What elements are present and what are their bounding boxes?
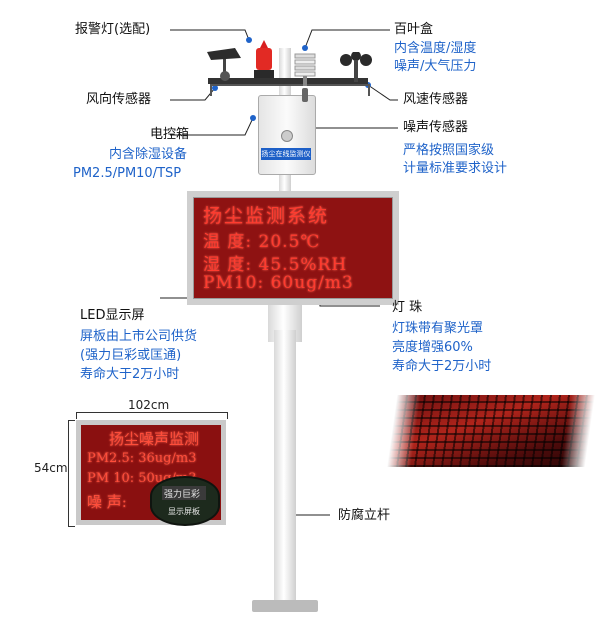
label-beads: 灯 珠 (392, 300, 423, 315)
module-board-text: 强力巨彩 (164, 490, 201, 500)
led-main-row3: PM10: 60ug/m3 (203, 273, 354, 293)
control-box-sub1: 内含除湿设备 (109, 147, 188, 162)
crossbar (208, 78, 368, 84)
louver-sub1: 内含温度/湿度 (394, 41, 477, 56)
noise-sensor-icon (302, 88, 308, 102)
beads-sub2: 亮度增强60% (392, 340, 473, 355)
led-small-row3: 噪 声: (87, 493, 127, 511)
box-lock-icon (281, 130, 293, 142)
led-main-row2: 湿 度: 45.5%RH (203, 255, 348, 275)
module-board-label: 显示屏板 (168, 507, 200, 516)
led-main-row1: 温 度: 20.5℃ (203, 232, 321, 252)
noise-sub2: 计量标准要求设计 (403, 161, 508, 176)
label-led-screen: LED显示屏 (80, 308, 145, 323)
louver-sub2: 噪声/大气压力 (394, 59, 477, 74)
label-pole: 防腐立杆 (338, 508, 391, 523)
label-control-box: 电控箱 (150, 127, 190, 142)
led-main-screen: 扬尘监测系统 温 度: 20.5℃ 湿 度: 45.5%RH PM10: 60u… (187, 191, 399, 305)
beads-sub3: 寿命大于2万小时 (392, 359, 492, 374)
module-board-image: 强力巨彩 显示屏板 (150, 476, 220, 526)
crossbar-brace (210, 84, 370, 96)
main-pole (274, 330, 296, 610)
height-dimension: 54cm (34, 461, 68, 475)
width-dimension: 102cm (128, 398, 170, 412)
led-small-row1: PM2.5: 36ug/m3 (87, 451, 197, 466)
led-bead-closeup (386, 395, 596, 467)
control-box-sub2: PM2.5/PM10/TSP (73, 166, 182, 181)
beads-sub1: 灯珠带有聚光罩 (392, 321, 484, 336)
louver-box-icon (294, 53, 316, 86)
wind-direction-sensor-icon (207, 48, 241, 81)
alarm-light-icon (254, 40, 274, 78)
label-alarm-light: 报警灯(选配) (75, 22, 151, 37)
led-small-title: 扬尘噪声监测 (109, 430, 200, 448)
box-label: 扬尘在线监测仪 (261, 150, 311, 158)
noise-sub1: 严格按照国家级 (403, 143, 495, 158)
led-screen-sub3: 寿命大于2万小时 (80, 367, 180, 382)
label-louver-box: 百叶盒 (394, 22, 434, 37)
led-main-title: 扬尘监测系统 (203, 205, 330, 227)
wind-speed-sensor-icon (340, 52, 372, 82)
label-noise-sensor: 噪声传感器 (403, 120, 469, 135)
control-box: 扬尘在线监测仪 (258, 95, 316, 175)
pole-base (252, 600, 318, 612)
height-dimension-line (68, 420, 75, 527)
led-screen-sub2: (强力巨彩或匡通) (80, 348, 182, 363)
width-dimension-line (76, 412, 228, 419)
label-wind-direction: 风向传感器 (86, 92, 152, 107)
label-wind-speed: 风速传感器 (403, 92, 469, 107)
led-screen-sub1: 屏板由上市公司供货 (80, 329, 198, 344)
